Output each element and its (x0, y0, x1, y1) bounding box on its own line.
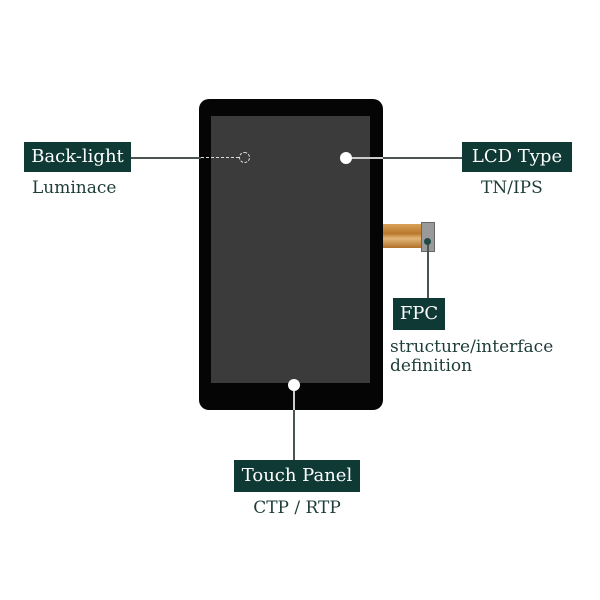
fpc-leader-line (427, 245, 429, 298)
fpc-cable (383, 224, 423, 248)
touch-marker-dot (288, 379, 300, 391)
fpc-label: FPC (393, 298, 445, 330)
touch-leader-line (293, 410, 295, 460)
backlight-marker-circle (239, 152, 250, 163)
fpc-detail-line1: structure/interface (390, 337, 554, 357)
backlight-leader-dashed (201, 157, 239, 158)
lcd-type-label: LCD Type (462, 142, 572, 172)
backlight-label: Back-light (24, 142, 131, 172)
lcd-type-detail: TN/IPS (481, 178, 543, 198)
touch-leader-line-inner (293, 391, 295, 410)
lcd-leader-line (383, 157, 462, 159)
fpc-marker-dot (424, 238, 431, 245)
backlight-detail: Luminace (32, 178, 117, 198)
lcd-leader-line-inner (352, 157, 383, 159)
touch-panel-label: Touch Panel (234, 460, 360, 492)
lcd-marker-dot (340, 152, 352, 164)
backlight-leader-line (131, 157, 201, 159)
touch-panel-detail: CTP / RTP (253, 498, 341, 518)
fpc-detail-line2: definition (390, 356, 473, 376)
